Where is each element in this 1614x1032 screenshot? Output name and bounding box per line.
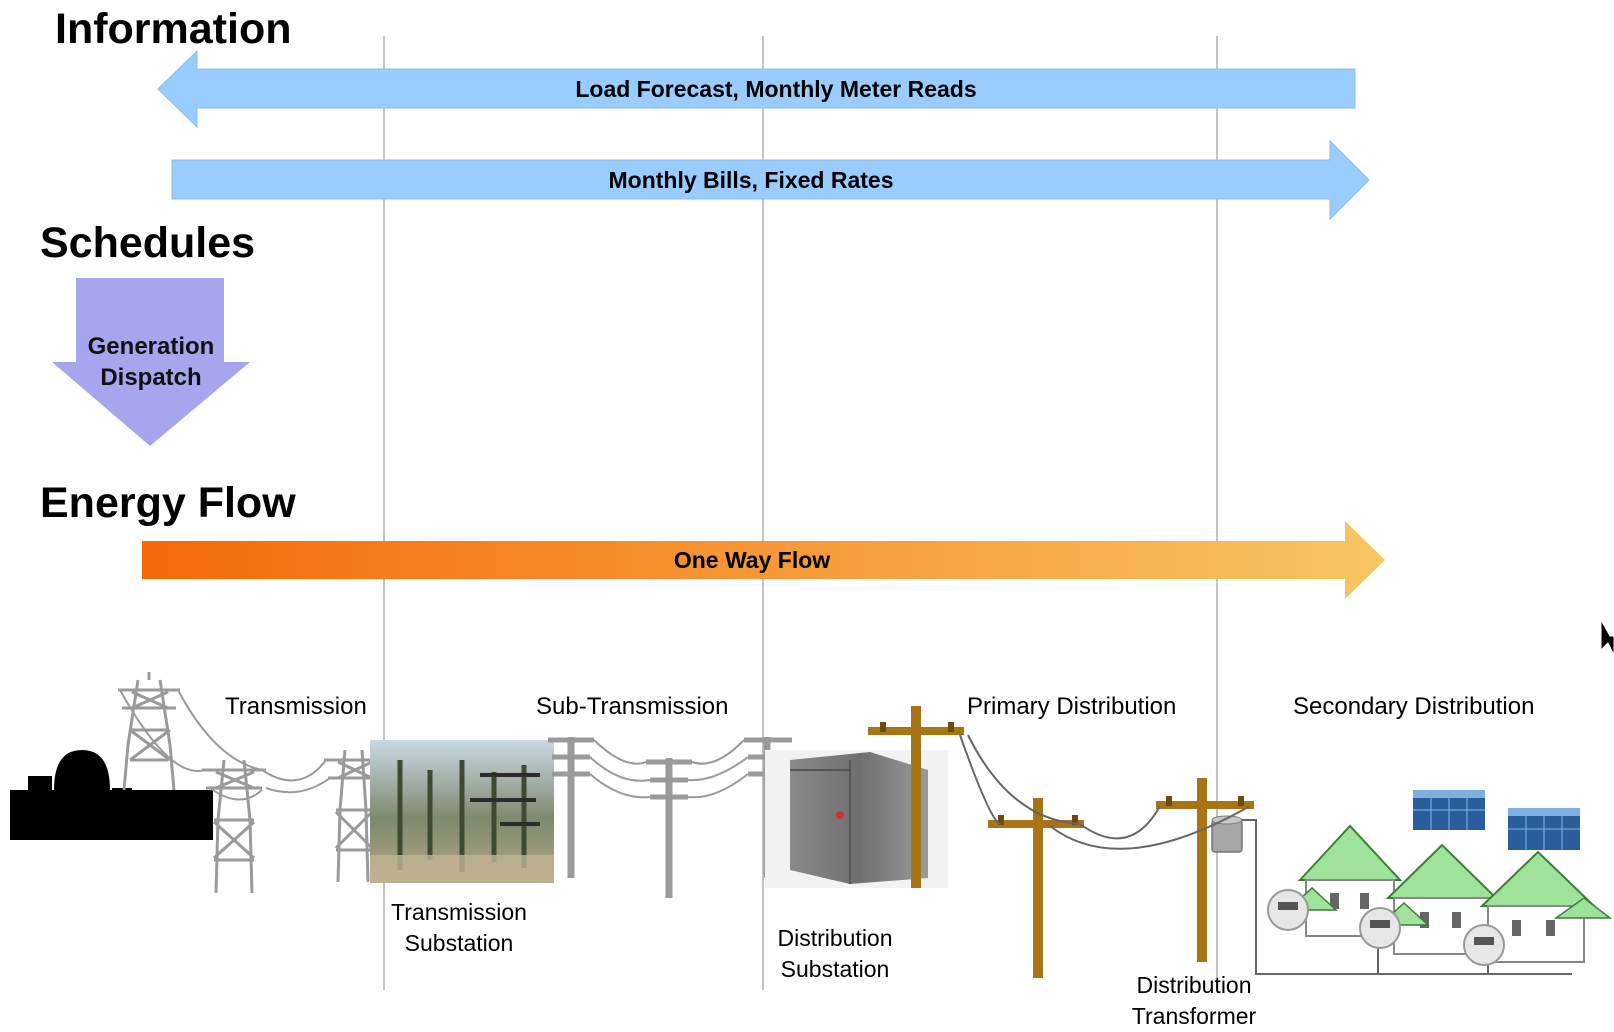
generation-dispatch-label: Generation Dispatch [62,331,240,393]
sub-transmission-wires [589,739,749,799]
distribution-substation-line1: Distribution [777,925,893,951]
sub-transmission-pole-icon [646,758,692,898]
electric-meter-icon [1267,889,1309,931]
information-heading: Information [55,5,292,53]
monthly-bills-label: Monthly Bills, Fixed Rates [608,167,894,193]
electric-meter-icon [1359,907,1401,949]
transmission-substation-line2: Substation [404,930,514,956]
energy-flow-heading: Energy Flow [40,479,296,527]
transmission-substation-image [370,740,554,883]
transmission-tower-icon [118,672,180,791]
electric-meter-icon [1463,924,1505,966]
generation-dispatch-arrow [52,278,250,446]
distribution-substation-label: Distribution Substation [745,923,925,985]
distribution-transformer-line1: Distribution [1136,972,1252,998]
load-forecast-label: Load Forecast, Monthly Meter Reads [575,76,977,102]
one-way-flow-arrow [142,521,1385,599]
transmission-substation-label: Transmission Substation [369,897,549,959]
power-plant-icon [10,750,213,840]
sub-transmission-pole-icon [548,737,594,878]
transmission-tower-icon [202,759,266,894]
distribution-transformer-icon [1211,815,1243,853]
sub-transmission-label: Sub-Transmission [536,693,729,720]
primary-distribution-pole-icon [988,798,1084,978]
primary-distribution-label: Primary Distribution [967,693,1177,720]
load-forecast-arrow [157,49,1356,129]
distribution-transformer-line2: Transformer [1131,1003,1257,1029]
solar-panel-icon [1508,808,1580,850]
distribution-transformer-label: Distribution Transformer [1104,970,1284,1032]
solar-panel-icon [1413,790,1485,830]
transmission-substation-line1: Transmission [391,899,527,925]
generation-dispatch-line1: Generation [87,333,215,360]
primary-distribution-pole-icon [868,706,964,888]
primary-distribution-wires [959,734,1251,850]
distribution-transformer-pole-icon [1156,778,1254,962]
one-way-flow-label: One Way Flow [673,547,831,573]
transmission-tower-icon [324,749,384,883]
transmission-label: Transmission [225,693,367,720]
secondary-distribution-label: Secondary Distribution [1293,693,1535,720]
house-icon [1479,850,1613,963]
distribution-substation-line2: Substation [780,956,890,982]
mouse-cursor-icon [1600,618,1614,654]
transmission-wires [119,689,331,801]
generation-dispatch-line2: Dispatch [100,364,202,391]
monthly-bills-arrow [171,139,1370,221]
schedules-heading: Schedules [40,219,256,267]
